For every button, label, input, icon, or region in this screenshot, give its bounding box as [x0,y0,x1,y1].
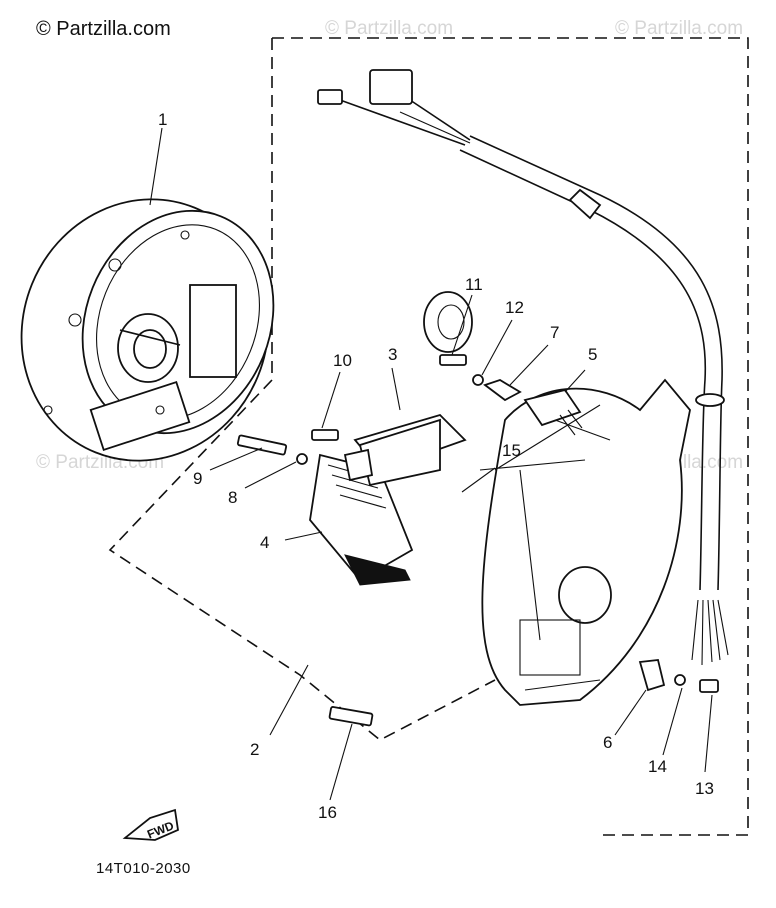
sensor[interactable] [523,388,583,436]
callout-16: 16 [318,803,337,822]
callout-12: 12 [505,298,524,317]
callout-6: 6 [603,733,612,752]
flywheel-rotor[interactable] [0,162,308,498]
callouts: 1 2 3 4 5 6 7 8 9 10 11 12 13 14 15 16 [158,110,714,822]
faint-watermark: © Partzilla.com [615,18,744,39]
small-parts [236,354,719,727]
callout-15: 15 [502,441,521,460]
callout-9: 9 [193,469,202,488]
callout-2: 2 [250,740,259,759]
oil-seal[interactable] [423,291,473,353]
leader-lines [149,127,713,801]
callout-7: 7 [550,323,559,342]
wire-harness [317,69,729,666]
fwd-arrow-icon: FWD [122,808,179,842]
callout-8: 8 [228,488,237,507]
callout-13: 13 [695,779,714,798]
stator-plate[interactable] [481,378,691,706]
callout-5: 5 [588,345,597,364]
callout-14: 14 [648,757,667,776]
pickup-coil[interactable] [343,413,467,487]
callout-11: 11 [465,275,483,294]
drawing-code: 14T010-2030 [96,860,191,877]
callout-1: 1 [158,110,167,129]
callout-10: 10 [333,351,352,370]
callout-4: 4 [260,533,269,552]
partzilla-watermark: © Partzilla.com [36,18,171,40]
callout-3: 3 [388,345,397,364]
faint-watermark: © Partzilla.com [325,18,454,39]
